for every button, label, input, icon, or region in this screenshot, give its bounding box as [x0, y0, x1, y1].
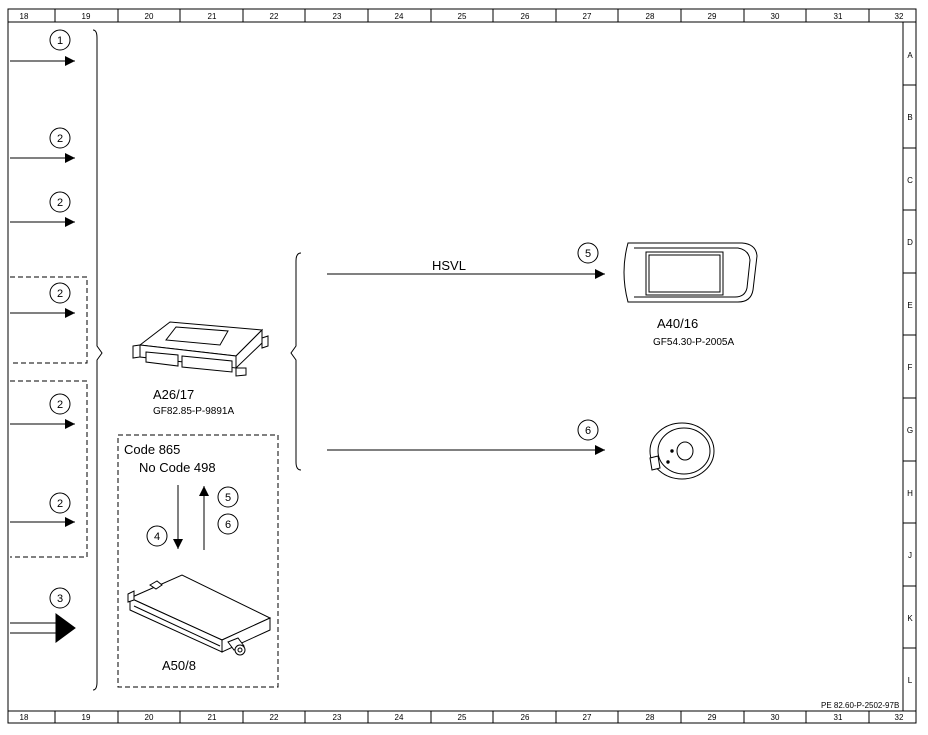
col-label: 28 — [646, 713, 655, 722]
signal-number: 6 — [225, 519, 231, 531]
right-ruler — [903, 84, 916, 649]
col-label: 23 — [333, 713, 342, 722]
row-label: F — [908, 363, 913, 372]
input-marker: 2 — [49, 393, 71, 415]
col-label: 19 — [82, 12, 91, 21]
col-label: 25 — [458, 713, 467, 722]
col-label: 19 — [82, 713, 91, 722]
row-label: E — [907, 301, 912, 310]
col-label: 29 — [708, 12, 717, 21]
input-number: 2 — [57, 133, 63, 145]
code-line-1: Code 865 — [124, 442, 180, 457]
input-marker: 1 — [49, 29, 71, 51]
input-brace — [92, 29, 103, 691]
col-label: 21 — [208, 713, 217, 722]
top-ruler — [54, 9, 870, 22]
signal-marker: 4 — [146, 525, 168, 547]
col-label: 20 — [145, 713, 154, 722]
col-label: 31 — [834, 713, 843, 722]
bottom-column-labels: 18 19 20 21 22 23 24 25 26 27 28 29 30 3… — [20, 713, 904, 722]
code-condition-box — [117, 434, 279, 688]
component-ref-a40: GF54.30-P-2005A — [653, 337, 734, 348]
input-arrow-3 — [10, 613, 76, 643]
component-label-a26: A26/17 — [153, 387, 194, 402]
input-marker: 2 — [49, 282, 71, 304]
component-label-a50: A50/8 — [162, 658, 196, 673]
col-label: 21 — [208, 12, 217, 21]
input-marker: 2 — [49, 191, 71, 213]
vertical-signal-markers: 4 5 6 — [146, 486, 239, 547]
input-marker: 2 — [49, 127, 71, 149]
row-label: H — [907, 489, 913, 498]
col-label: 26 — [521, 713, 530, 722]
input-marker: 3 — [49, 587, 71, 609]
bottom-ruler — [54, 711, 870, 723]
component-ref-a26: GF82.85-P-9891A — [153, 406, 234, 417]
row-label: G — [907, 426, 913, 435]
col-label: 28 — [646, 12, 655, 21]
output-markers: 5 6 — [577, 242, 599, 441]
col-label: 22 — [270, 713, 279, 722]
document-id: PE 82.60-P-2502-97B — [821, 701, 899, 710]
row-label: L — [908, 676, 913, 685]
output-number: 6 — [585, 425, 591, 437]
input-group-dashed — [10, 276, 88, 558]
input-marker: 2 — [49, 492, 71, 514]
component-label-a40: A40/16 — [657, 316, 698, 331]
col-label: 27 — [583, 713, 592, 722]
col-label: 30 — [771, 713, 780, 722]
col-label: 20 — [145, 12, 154, 21]
output-marker: 5 — [577, 242, 599, 264]
module-a50-icon — [127, 574, 272, 656]
row-label: A — [907, 51, 913, 60]
col-label: 25 — [458, 12, 467, 21]
signal-number: 5 — [225, 492, 231, 504]
row-label: K — [907, 614, 913, 623]
top-column-labels: 18 19 20 21 22 23 24 25 26 27 28 29 30 3… — [20, 12, 904, 21]
row-label: J — [908, 551, 912, 560]
col-label: 30 — [771, 12, 780, 21]
display-a40-icon — [623, 242, 758, 303]
input-markers: 1 2 2 2 2 2 3 — [49, 29, 71, 609]
output-number: 5 — [585, 248, 591, 260]
col-label: 26 — [521, 12, 530, 21]
input-number: 1 — [57, 35, 63, 47]
signal-label-hsvl: HSVL — [432, 258, 466, 273]
col-label: 29 — [708, 713, 717, 722]
row-label: B — [907, 113, 912, 122]
input-number: 2 — [57, 197, 63, 209]
input-number: 2 — [57, 399, 63, 411]
input-number: 2 — [57, 288, 63, 300]
col-label: 22 — [270, 12, 279, 21]
col-label: 31 — [834, 12, 843, 21]
input-arrows — [10, 56, 75, 527]
control-unit-a26-icon — [132, 321, 269, 377]
input-number: 3 — [57, 593, 63, 605]
col-label: 24 — [395, 713, 404, 722]
col-label: 32 — [895, 713, 904, 722]
output-brace — [290, 252, 302, 471]
col-label: 18 — [20, 713, 29, 722]
col-label: 24 — [395, 12, 404, 21]
col-label: 32 — [895, 12, 904, 21]
col-label: 23 — [333, 12, 342, 21]
row-label: C — [907, 176, 913, 185]
right-row-labels: A B C D E F G H J K L — [907, 51, 913, 685]
output-marker: 6 — [577, 419, 599, 441]
signal-marker: 6 — [217, 513, 239, 535]
row-label: D — [907, 238, 913, 247]
signal-marker: 5 — [217, 486, 239, 508]
col-label: 27 — [583, 12, 592, 21]
input-number: 2 — [57, 498, 63, 510]
code-line-2: No Code 498 — [139, 460, 216, 475]
frame — [7, 8, 917, 724]
round-switch-icon — [649, 422, 715, 480]
signal-number: 4 — [154, 531, 160, 543]
col-label: 18 — [20, 12, 29, 21]
